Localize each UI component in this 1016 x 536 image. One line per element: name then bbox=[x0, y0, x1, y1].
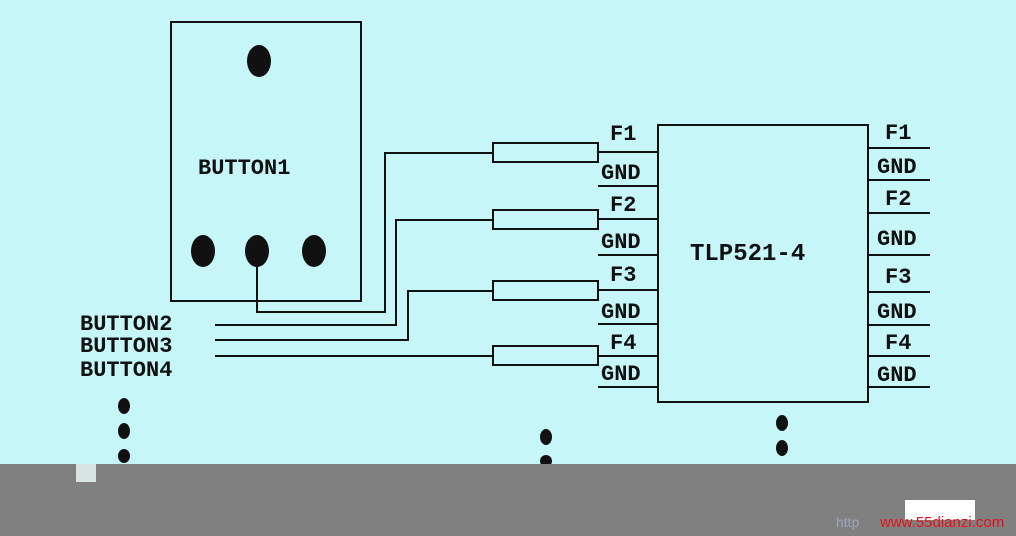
resistor-4 bbox=[492, 345, 599, 366]
right-pin-label: GND bbox=[877, 227, 917, 252]
left-pin-label: F4 bbox=[610, 331, 636, 356]
left-pin-label: GND bbox=[601, 362, 641, 387]
continuation-dots-middle bbox=[540, 429, 552, 467]
right-pin-label: GND bbox=[877, 363, 917, 388]
right-pin-label: GND bbox=[877, 155, 917, 180]
chip-label: TLP521-4 bbox=[690, 241, 805, 268]
input-label-button2: BUTTON2 bbox=[80, 312, 172, 337]
footer-bar: http www.55dianzi.com bbox=[0, 464, 1016, 536]
resistor-1 bbox=[492, 142, 599, 163]
input-label-button3: BUTTON3 bbox=[80, 334, 172, 359]
left-pin-label: GND bbox=[601, 230, 641, 255]
left-pin-label: GND bbox=[601, 161, 641, 186]
button1-terminal-left bbox=[191, 235, 215, 267]
button1-label: BUTTON1 bbox=[198, 156, 290, 181]
left-pin-label: F1 bbox=[610, 122, 636, 147]
right-pin-label: F4 bbox=[885, 331, 911, 356]
continuation-dots-left bbox=[118, 398, 130, 463]
wire-button1 bbox=[256, 152, 493, 313]
chip-body bbox=[657, 124, 869, 403]
wire-button3 bbox=[215, 290, 493, 341]
right-pin-lines bbox=[868, 147, 930, 388]
right-pin-label: GND bbox=[877, 300, 917, 325]
right-pin-label: F1 bbox=[885, 121, 911, 146]
button1-enclosure bbox=[170, 21, 362, 302]
right-pin-label: F3 bbox=[885, 265, 911, 290]
right-pin-label: F2 bbox=[885, 187, 911, 212]
footer-notch bbox=[76, 464, 96, 482]
watermark-url[interactable]: www.55dianzi.com bbox=[880, 514, 1005, 531]
left-pin-lines bbox=[598, 151, 658, 388]
left-pin-label: GND bbox=[601, 300, 641, 325]
button1-terminal-right bbox=[302, 235, 326, 267]
watermark-prefix: http bbox=[836, 514, 860, 530]
left-pin-label: F3 bbox=[610, 263, 636, 288]
left-pin-label: F2 bbox=[610, 193, 636, 218]
footer-white-patch bbox=[905, 500, 975, 520]
button1-terminal-mid bbox=[245, 235, 269, 267]
resistor-2 bbox=[492, 209, 599, 230]
button1-terminal-top bbox=[247, 45, 271, 77]
resistor-3 bbox=[492, 280, 599, 301]
wire-button2 bbox=[215, 219, 493, 326]
continuation-dots-right bbox=[776, 415, 788, 456]
input-label-button4: BUTTON4 bbox=[80, 358, 172, 383]
